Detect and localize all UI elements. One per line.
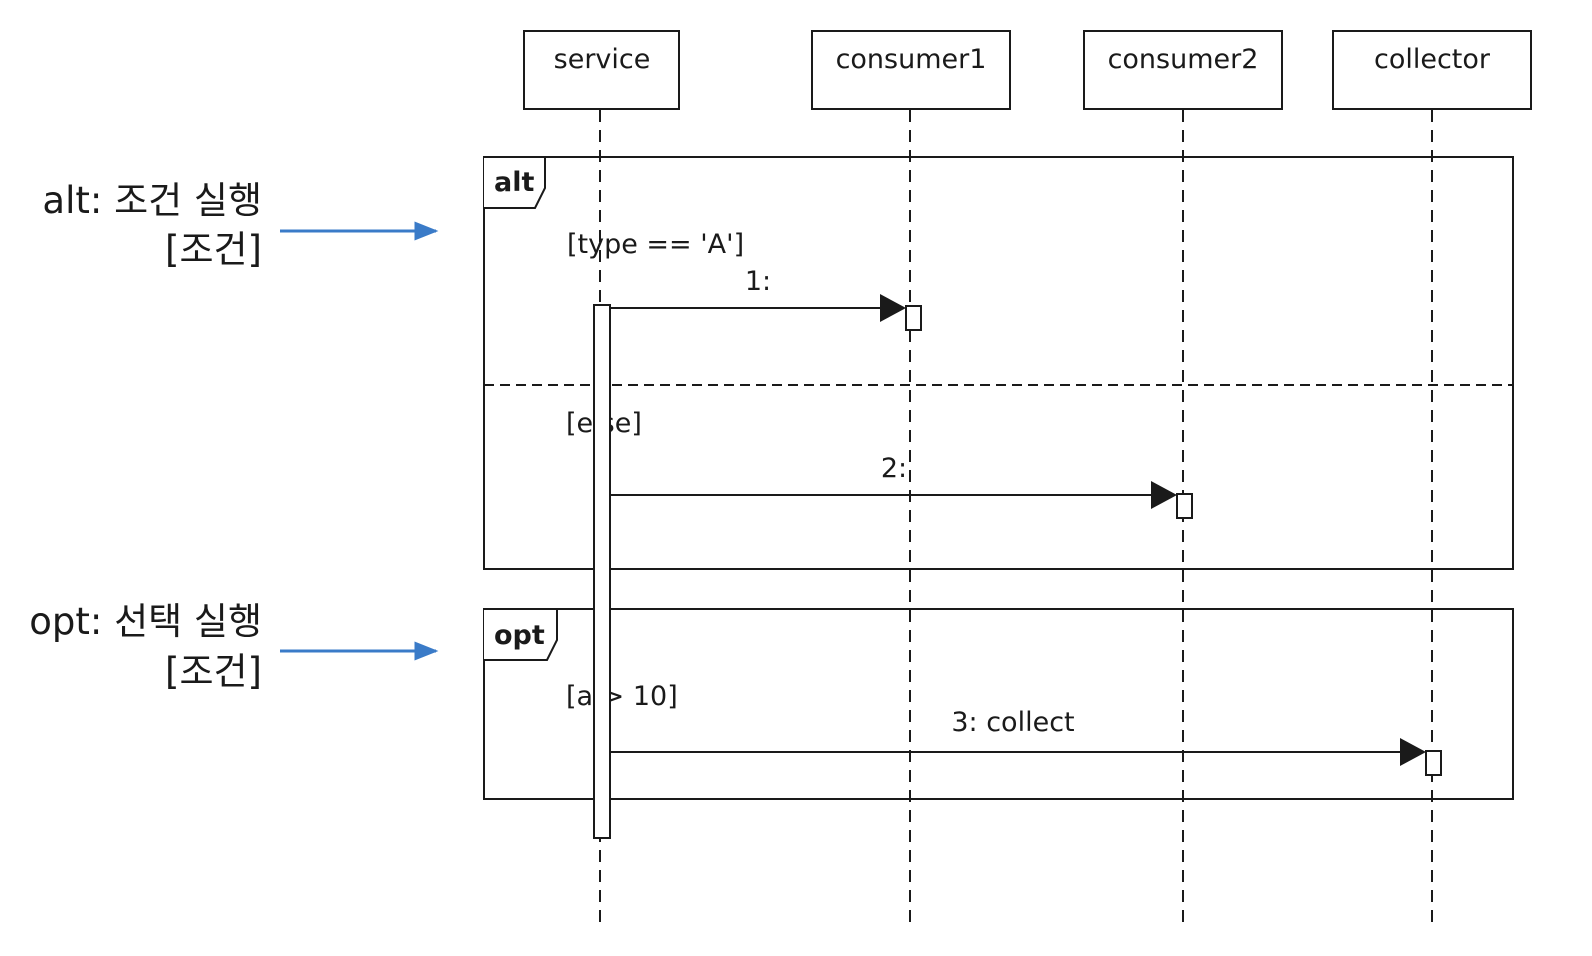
alt-guard-1: [type == 'A'] <box>567 229 744 260</box>
alt-frame <box>483 156 1514 570</box>
alt-operator-tab <box>484 156 546 209</box>
collector-activation-bar <box>1425 750 1442 776</box>
alt-annotation-line2: [조건] <box>165 228 262 271</box>
opt-fragment: opt [a > 10] <box>483 608 1514 800</box>
service-activation-bar <box>593 304 611 839</box>
opt-guard-1: [a > 10] <box>566 681 678 712</box>
message-3: 3: collect <box>610 707 1442 776</box>
message-3-label: 3: collect <box>951 707 1074 738</box>
lifeline-collector: collector <box>1332 30 1532 110</box>
opt-annotation-line1: opt: 선택 실행 <box>29 600 262 643</box>
message-2: 2: <box>610 453 1193 519</box>
lifeline-service-label: service <box>554 44 651 75</box>
alt-annotation-line1: alt: 조건 실행 <box>42 179 262 222</box>
message-3-arrowhead <box>1400 738 1426 766</box>
opt-annotation-line2: [조건] <box>165 650 262 693</box>
lifeline-consumer1-label: consumer1 <box>836 44 987 75</box>
consumer2-activation-bar <box>1176 493 1193 519</box>
alt-annotation: alt: 조건 실행 [조건] <box>42 179 439 271</box>
message-1-arrowhead <box>880 294 906 322</box>
lifeline-consumer2-label: consumer2 <box>1108 44 1259 75</box>
lifeline-service: service <box>523 30 680 110</box>
message-1: 1: <box>610 266 922 331</box>
message-1-label: 1: <box>745 266 771 297</box>
opt-operator-tab <box>484 608 558 661</box>
message-2-arrowhead <box>1151 481 1177 509</box>
opt-annotation: opt: 선택 실행 [조건] <box>29 600 439 693</box>
opt-operator-label: opt <box>494 620 545 651</box>
consumer1-activation-bar <box>905 305 922 331</box>
lifeline-consumer2: consumer2 <box>1083 30 1283 110</box>
lifeline-collector-label: collector <box>1374 44 1491 75</box>
opt-frame <box>483 608 1514 800</box>
alt-fragment: alt [type == 'A'] [else] <box>483 156 1514 570</box>
message-2-label: 2: <box>881 453 907 484</box>
alt-operator-label: alt <box>494 167 534 198</box>
lifeline-consumer1: consumer1 <box>811 30 1011 110</box>
